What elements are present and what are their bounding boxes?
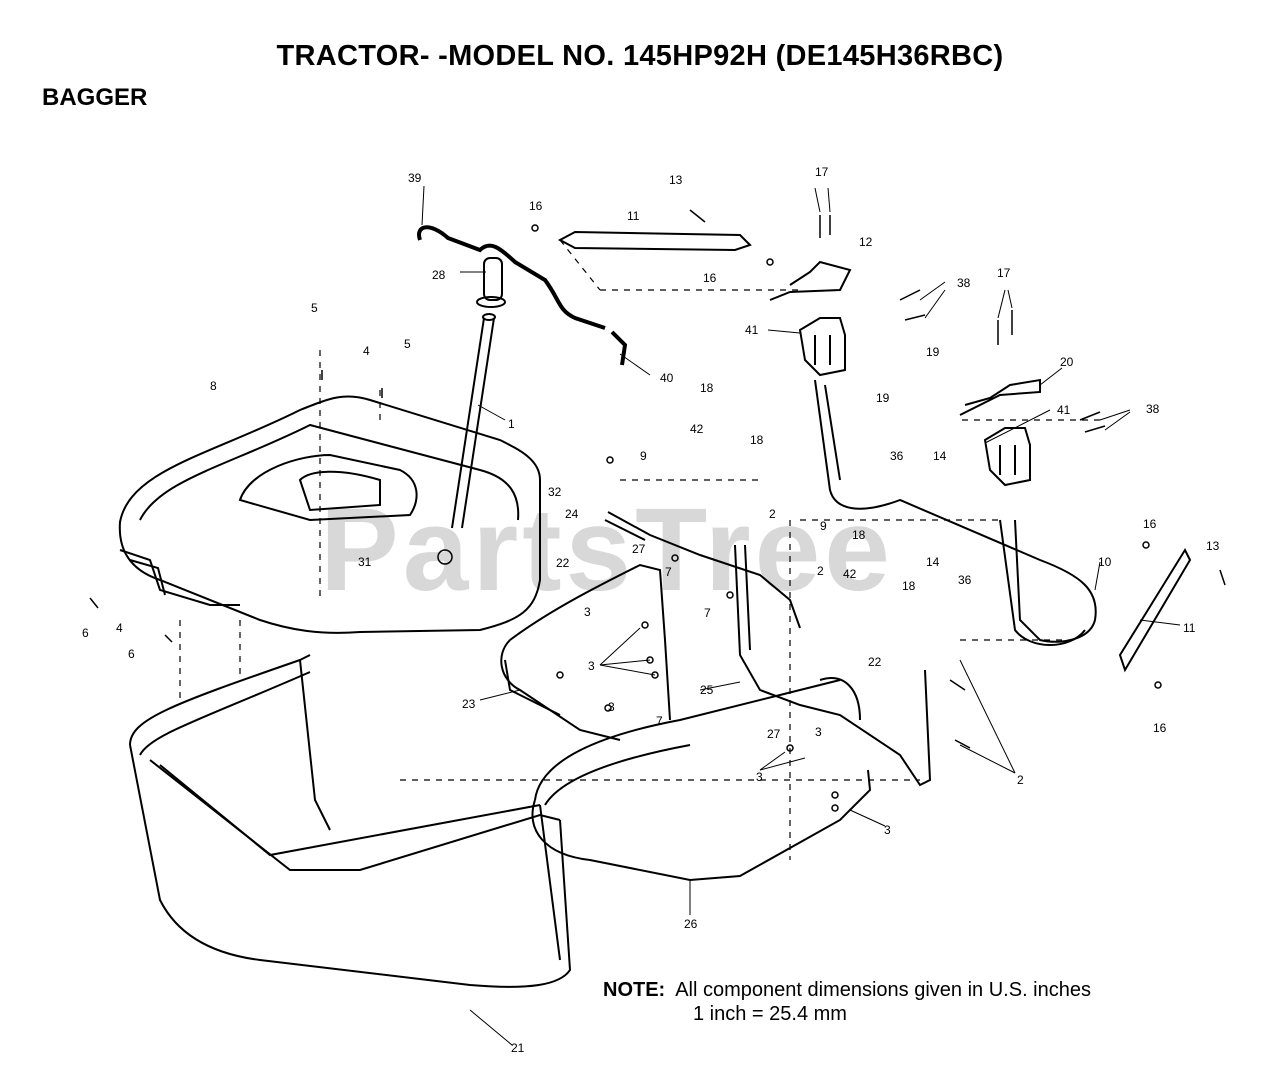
callout-2b: 2: [817, 564, 824, 578]
callout-24: 24: [565, 507, 579, 521]
callout-18b: 18: [750, 433, 764, 447]
callout-9: 9: [640, 449, 647, 463]
callout-36b: 36: [958, 573, 972, 587]
callout-38: 38: [957, 276, 971, 290]
callout-9b: 9: [820, 519, 827, 533]
alignment-lines: [179, 239, 1100, 860]
callout-3b: 3: [588, 659, 595, 673]
section-title: BAGGER: [42, 84, 148, 111]
callout-25: 25: [700, 683, 714, 697]
callout-7c: 7: [656, 714, 663, 728]
small-hardware: [89, 209, 1226, 812]
callout-3f: 3: [608, 700, 615, 714]
callout-labels: 39 13 16 11 17 12 16 17 28 38 41 5 5 4 4…: [82, 165, 1220, 1055]
callout-11: 11: [627, 209, 640, 223]
callout-7b: 7: [704, 606, 711, 620]
callout-2c: 2: [1017, 773, 1024, 787]
leader-lines: [421, 185, 1181, 1046]
callout-5b: 5: [404, 337, 411, 351]
callout-13b: 13: [1206, 539, 1220, 553]
callout-39: 39: [408, 171, 422, 185]
callout-18: 18: [700, 381, 714, 395]
callout-16: 16: [529, 199, 543, 213]
note-line-1: All component dimensions given in U.S. i…: [675, 979, 1091, 1001]
callout-28: 28: [432, 268, 446, 282]
drawing-lines: [89, 185, 1226, 1046]
callout-16c: 16: [1143, 517, 1157, 531]
callout-40: 40: [660, 371, 674, 385]
callout-18c: 18: [852, 528, 866, 542]
callout-27b: 27: [767, 727, 781, 741]
callout-22: 22: [556, 556, 570, 570]
callout-22b: 22: [868, 655, 882, 669]
note-line-2: 1 inch = 25.4 mm: [693, 1003, 847, 1025]
callout-41b: 41: [1057, 403, 1071, 417]
callout-16d: 16: [1153, 721, 1167, 735]
callout-18d: 18: [902, 579, 916, 593]
callout-6b: 6: [128, 647, 135, 661]
callout-3c: 3: [815, 725, 822, 739]
callout-13: 13: [669, 173, 683, 187]
callout-16b: 16: [703, 271, 717, 285]
callout-36: 36: [890, 449, 904, 463]
note-block: NOTE: All component dimensions given in U…: [603, 978, 1091, 1026]
callout-12: 12: [859, 235, 873, 249]
note-label: NOTE:: [603, 979, 666, 1001]
callout-31: 31: [358, 555, 372, 569]
callout-6: 6: [82, 626, 89, 640]
callout-4: 4: [363, 344, 370, 358]
callout-17: 17: [815, 165, 829, 179]
callout-10: 10: [1098, 555, 1112, 569]
callout-8: 8: [210, 379, 217, 393]
callout-3e: 3: [884, 823, 891, 837]
callout-26: 26: [684, 917, 698, 931]
callout-4b: 4: [116, 621, 123, 635]
diagram-title: TRACTOR- -MODEL NO. 145HP92H (DE145H36RB…: [276, 40, 1004, 72]
callout-27: 27: [632, 542, 646, 556]
callout-3d: 3: [756, 770, 763, 784]
callout-21: 21: [511, 1041, 525, 1055]
watermark: PartsTree: [320, 484, 894, 616]
callout-11b: 11: [1183, 621, 1196, 635]
callout-32: 32: [548, 485, 562, 499]
callout-2: 2: [769, 507, 776, 521]
callout-42b: 42: [843, 567, 857, 581]
callout-7: 7: [665, 565, 672, 579]
callout-14: 14: [933, 449, 947, 463]
callout-41: 41: [745, 323, 759, 337]
callout-38b: 38: [1146, 402, 1160, 416]
callout-17b: 17: [997, 266, 1011, 280]
callout-42: 42: [690, 422, 704, 436]
callout-23: 23: [462, 697, 476, 711]
callout-19b: 19: [876, 391, 890, 405]
callout-1: 1: [508, 417, 515, 431]
callout-20: 20: [1060, 355, 1074, 369]
callout-19: 19: [926, 345, 940, 359]
callout-3: 3: [584, 605, 591, 619]
callout-5: 5: [311, 301, 318, 315]
callout-14b: 14: [926, 555, 940, 569]
